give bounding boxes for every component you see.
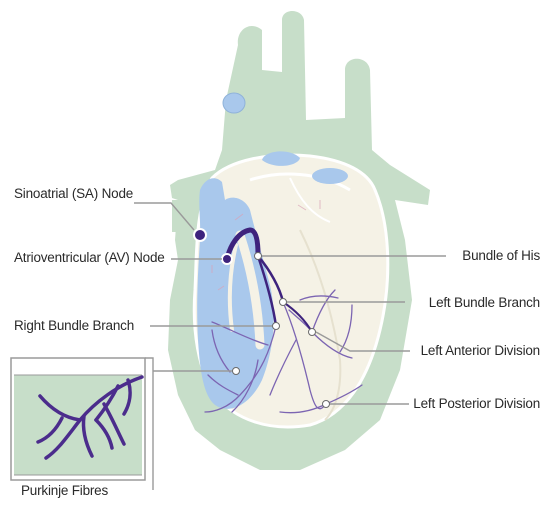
label-right-bundle-branch: Right Bundle Branch xyxy=(14,318,134,334)
label-left-posterior-division: Left Posterior Division xyxy=(413,396,540,412)
inset-caption: Purkinje Fibres xyxy=(21,483,108,499)
purkinje-marker xyxy=(233,368,240,375)
right-bundle-branch-marker xyxy=(273,323,280,330)
label-bundle-of-his: Bundle of His xyxy=(462,248,540,264)
purkinje-inset xyxy=(11,358,145,480)
left-anterior-division-marker xyxy=(309,329,316,336)
left-atrium-opening xyxy=(312,168,348,184)
label-av-node: Atrioventricular (AV) Node xyxy=(14,250,165,266)
sa-node-marker xyxy=(194,229,206,241)
vessel-opening xyxy=(223,93,245,113)
left-bundle-branch-marker xyxy=(280,299,287,306)
left-posterior-division-marker xyxy=(323,401,330,408)
label-left-bundle-branch: Left Bundle Branch xyxy=(429,295,540,311)
inset-bracket xyxy=(145,358,153,490)
av-node-marker xyxy=(222,254,232,264)
bundle-of-his-marker xyxy=(255,253,262,260)
label-left-anterior-division: Left Anterior Division xyxy=(421,343,540,359)
label-sa-node: Sinoatrial (SA) Node xyxy=(14,186,133,202)
